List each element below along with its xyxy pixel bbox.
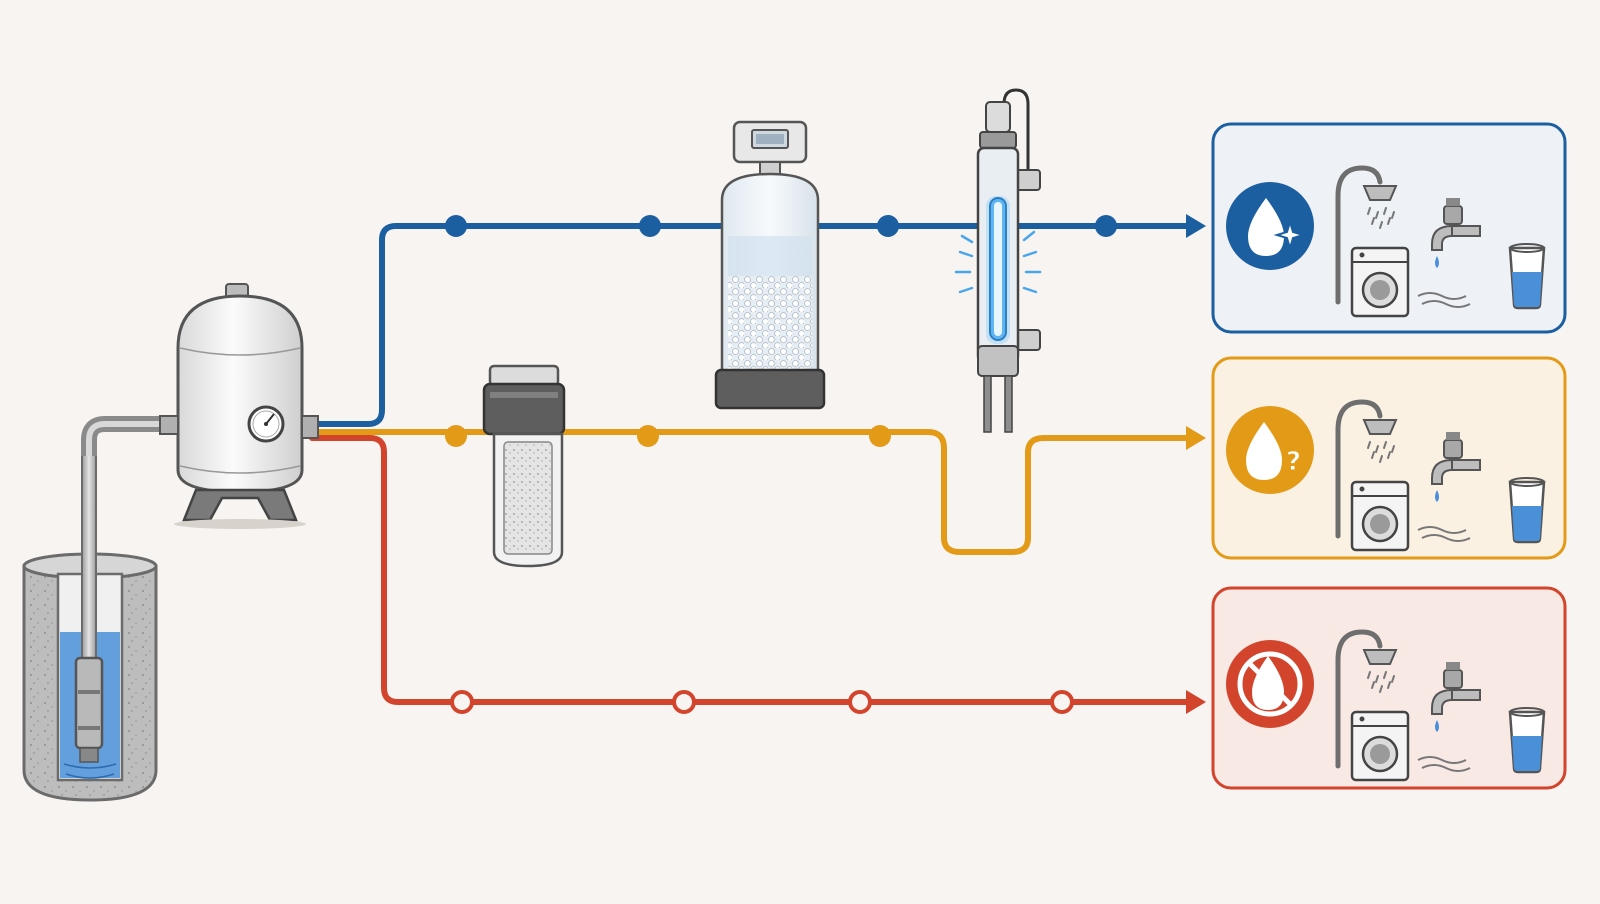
pipe-network bbox=[309, 214, 1206, 714]
water-ripple-icon bbox=[1417, 526, 1471, 542]
untreated-water-line bbox=[309, 435, 1195, 705]
fixture-group bbox=[1335, 165, 1546, 318]
untreated-line-arrowhead bbox=[1186, 690, 1206, 714]
svg-text:?: ? bbox=[1286, 447, 1301, 477]
fixture-group bbox=[1335, 629, 1546, 782]
treated-line-marker bbox=[445, 215, 467, 237]
washing-machine-icon bbox=[1350, 710, 1410, 782]
uv-sterilizer-icon bbox=[954, 88, 1042, 433]
drinking-glass-icon bbox=[1508, 243, 1546, 310]
partial-line-marker bbox=[869, 425, 891, 447]
shower-icon bbox=[1335, 165, 1398, 305]
drinking-glass-icon bbox=[1508, 707, 1546, 774]
untreated-line-marker bbox=[848, 690, 872, 714]
treated-output-panel bbox=[1211, 122, 1567, 334]
untreated-line-marker bbox=[1050, 690, 1074, 714]
water-softener-icon bbox=[714, 120, 826, 410]
faucet-icon bbox=[1431, 198, 1481, 268]
washing-machine-icon bbox=[1350, 480, 1410, 552]
treated-line-marker bbox=[1095, 215, 1117, 237]
partial-line-marker bbox=[445, 425, 467, 447]
sediment-filter-icon bbox=[482, 364, 566, 568]
partial-line-arrowhead bbox=[1186, 426, 1206, 450]
water-ripple-icon bbox=[1417, 756, 1471, 772]
partial-water-line bbox=[309, 429, 1195, 555]
water-drop-sparkle-icon bbox=[1226, 182, 1314, 270]
well-supply-pipe bbox=[81, 416, 168, 456]
water-drop-prohibited-icon bbox=[1226, 640, 1314, 728]
treated-line-arrowhead bbox=[1186, 214, 1206, 238]
washing-machine-icon bbox=[1350, 246, 1410, 318]
partial-line-marker bbox=[637, 425, 659, 447]
fixtures-layer bbox=[1335, 165, 1546, 782]
submersible-well-pump-icon bbox=[22, 451, 158, 802]
drinking-glass-icon bbox=[1508, 477, 1546, 544]
treated-line-marker bbox=[639, 215, 661, 237]
fixture-group bbox=[1335, 399, 1546, 552]
shower-icon bbox=[1335, 629, 1398, 769]
untreated-line-marker bbox=[450, 690, 474, 714]
shower-icon bbox=[1335, 399, 1398, 539]
water-ripple-icon bbox=[1417, 292, 1471, 308]
faucet-icon bbox=[1431, 662, 1481, 732]
water-drop-question-icon: ? bbox=[1226, 406, 1314, 494]
faucet-icon bbox=[1431, 432, 1481, 502]
untreated-line-marker bbox=[672, 690, 696, 714]
treated-line-marker bbox=[877, 215, 899, 237]
treated-water-line bbox=[309, 223, 1195, 427]
pressure-tank-icon bbox=[159, 283, 319, 529]
